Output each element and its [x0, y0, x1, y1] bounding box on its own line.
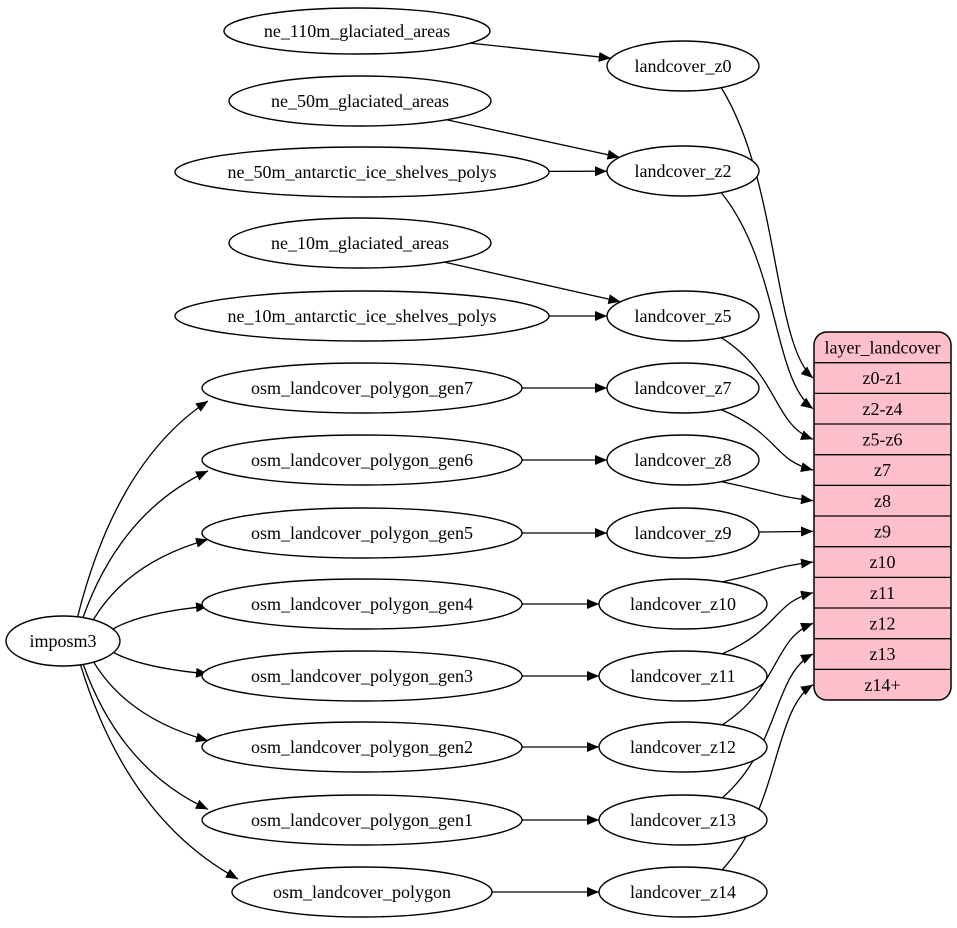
- node-label: imposm3: [29, 631, 96, 651]
- node-label: landcover_z7: [635, 378, 732, 398]
- node-label: osm_landcover_polygon_gen5: [251, 523, 473, 543]
- node-label: landcover_z8: [635, 450, 732, 470]
- table-row-label: z2-z4: [863, 399, 903, 419]
- node-label: ne_110m_glaciated_areas: [264, 21, 450, 41]
- table-layer_landcover: layer_landcover z0-z1 z2-z4 z5-z6 z7 z8 z9 z10 z…: [814, 332, 951, 700]
- node-landcover_z10: landcover_z10: [599, 579, 767, 629]
- node-osm_landcover_polygon_gen5: osm_landcover_polygon_gen5: [202, 508, 522, 558]
- node-landcover_z14: landcover_z14: [599, 867, 767, 917]
- table-row-label: z0-z1: [863, 368, 903, 388]
- node-osm_landcover_polygon_gen6: osm_landcover_polygon_gen6: [202, 435, 522, 485]
- table-row-label: z14+: [864, 675, 900, 695]
- node-label: landcover_z9: [635, 523, 732, 543]
- node-label: ne_50m_antarctic_ice_shelves_polys: [228, 162, 497, 182]
- node-osm_landcover_polygon_gen3: osm_landcover_polygon_gen3: [202, 651, 522, 701]
- node-landcover_z7: landcover_z7: [607, 363, 759, 413]
- edge-landcover_z8-row-z8: [721, 482, 813, 501]
- table-row-label: z8: [874, 491, 891, 511]
- node-label: landcover_z2: [635, 161, 732, 181]
- node-label: landcover_z14: [630, 882, 736, 902]
- node-label: landcover_z12: [630, 737, 736, 757]
- node-osm_landcover_polygon_gen4: osm_landcover_polygon_gen4: [202, 579, 522, 629]
- table-row-label: z12: [870, 613, 896, 633]
- node-label: osm_landcover_polygon_gen6: [251, 450, 473, 470]
- node-landcover_z0: landcover_z0: [607, 41, 759, 91]
- table-header-label: layer_landcover: [825, 337, 941, 357]
- node-label: osm_landcover_polygon_gen7: [251, 378, 473, 398]
- node-ne_10m_antarctic_ice_shelves_polys: ne_10m_antarctic_ice_shelves_polys: [175, 291, 549, 341]
- table-row-label: z11: [870, 583, 895, 603]
- edge-imposm3-osm_landcover_polygon_gen3: [114, 653, 208, 674]
- node-osm_landcover_polygon: osm_landcover_polygon: [232, 867, 492, 917]
- node-landcover_z2: landcover_z2: [607, 146, 759, 196]
- node-landcover_z5: landcover_z5: [607, 291, 759, 341]
- node-label: landcover_z5: [635, 306, 732, 326]
- edge-imposm3-osm_landcover_polygon_gen4: [113, 606, 208, 629]
- node-label: landcover_z11: [630, 666, 735, 686]
- edge-landcover_z14-row-z14+: [722, 685, 813, 870]
- node-label: osm_landcover_polygon_gen2: [251, 737, 473, 757]
- node-landcover_z13: landcover_z13: [599, 795, 767, 845]
- node-label: osm_landcover_polygon_gen1: [251, 810, 473, 830]
- node-label: landcover_z13: [630, 810, 736, 830]
- node-landcover_z9: landcover_z9: [607, 508, 759, 558]
- node-label: ne_10m_glaciated_areas: [271, 233, 449, 253]
- node-landcover_z11: landcover_z11: [599, 651, 767, 701]
- edge-landcover_z10-row-z10: [722, 562, 813, 582]
- edge-imposm3-osm_landcover_polygon: [81, 665, 239, 879]
- edge-ne_110m_glaciated_areas-landcover_z0: [470, 43, 611, 58]
- node-ne_50m_antarctic_ice_shelves_polys: ne_50m_antarctic_ice_shelves_polys: [175, 147, 549, 197]
- node-label: ne_50m_glaciated_areas: [271, 91, 449, 111]
- edge-imposm3-osm_landcover_polygon_gen6: [83, 471, 208, 618]
- node-label: osm_landcover_polygon_gen3: [251, 666, 473, 686]
- node-label: osm_landcover_polygon_gen4: [251, 594, 473, 614]
- node-imposm3: imposm3: [6, 616, 120, 666]
- node-ne_110m_glaciated_areas: ne_110m_glaciated_areas: [224, 8, 490, 54]
- table-row-label: z5-z6: [863, 429, 903, 449]
- node-osm_landcover_polygon_gen1: osm_landcover_polygon_gen1: [202, 795, 522, 845]
- edge-landcover_z9-row-z9: [759, 531, 813, 532]
- node-osm_landcover_polygon_gen2: osm_landcover_polygon_gen2: [202, 722, 522, 772]
- node-ne_10m_glaciated_areas: ne_10m_glaciated_areas: [229, 218, 491, 268]
- table-row-label: z9: [874, 521, 891, 541]
- node-label: osm_landcover_polygon: [273, 882, 451, 902]
- edge-imposm3-osm_landcover_polygon_gen2: [94, 662, 208, 741]
- node-label: landcover_z0: [635, 56, 732, 76]
- node-label: ne_10m_antarctic_ice_shelves_polys: [228, 306, 497, 326]
- table-row-label: z13: [870, 644, 896, 664]
- node-landcover_z12: landcover_z12: [599, 722, 767, 772]
- node-osm_landcover_polygon_gen7: osm_landcover_polygon_gen7: [202, 363, 522, 413]
- node-ne_50m_glaciated_areas: ne_50m_glaciated_areas: [229, 76, 491, 126]
- node-label: landcover_z10: [630, 594, 736, 614]
- table-row-label: z7: [874, 460, 891, 480]
- node-landcover_z8: landcover_z8: [607, 435, 759, 485]
- table-row-label: z10: [870, 552, 896, 572]
- edge-imposm3-osm_landcover_polygon_gen1: [83, 664, 208, 809]
